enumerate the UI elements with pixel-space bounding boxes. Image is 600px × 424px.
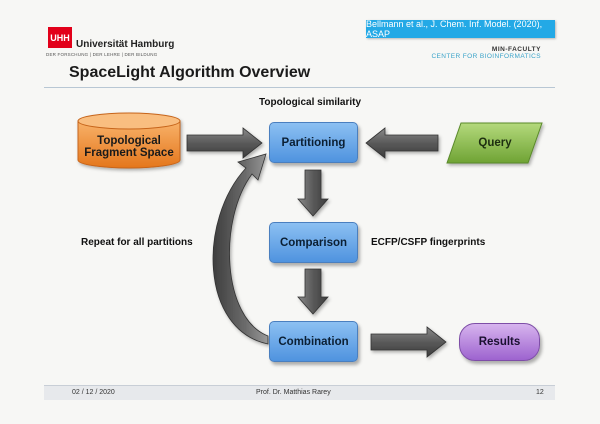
query-node: Query <box>478 137 512 149</box>
arrow-fragment-to-partitioning <box>186 127 263 159</box>
citation-badge: Bellmann et al., J. Chem. Inf. Model. (2… <box>366 19 555 39</box>
arrow-loop-back <box>212 153 269 345</box>
topological-similarity-label: Topological similarity <box>259 97 362 108</box>
arrow-comparison-to-combination <box>297 268 329 315</box>
university-logo: UHH <box>48 27 72 48</box>
arrow-partitioning-to-comparison <box>297 169 329 217</box>
slide-title: SpaceLight Algorithm Overview <box>69 64 311 81</box>
arrow-query-to-partitioning <box>365 127 439 159</box>
query-parallelogram <box>446 122 543 164</box>
university-tagline: DER FORSCHUNG | DER LEHRE | DER BILDUNG <box>46 52 158 57</box>
fingerprints-label: ECFP/CSFP fingerprints <box>371 237 486 248</box>
university-name: Universität Hamburg <box>76 39 175 50</box>
combination-node: Combination <box>269 321 358 362</box>
comparison-node: Comparison <box>269 222 358 263</box>
faculty-label: MIN-FACULTY <box>491 46 541 53</box>
footer-presenter: Prof. Dr. Matthias Rarey <box>256 389 331 396</box>
footer-page-number: 12 <box>536 389 544 396</box>
footer-date: 02 / 12 / 2020 <box>72 389 115 396</box>
arrow-combination-to-results <box>370 326 447 358</box>
results-node: Results <box>459 323 540 361</box>
partitioning-node: Partitioning <box>269 122 358 163</box>
center-label: CENTER FOR BIOINFORMATICS <box>431 53 541 60</box>
fragment-space-node: Topological Fragment Space <box>84 135 174 159</box>
footer-bar <box>44 385 555 400</box>
title-divider <box>44 87 555 88</box>
fragment-space-cylinder <box>77 112 181 169</box>
repeat-partitions-label: Repeat for all partitions <box>81 237 193 248</box>
